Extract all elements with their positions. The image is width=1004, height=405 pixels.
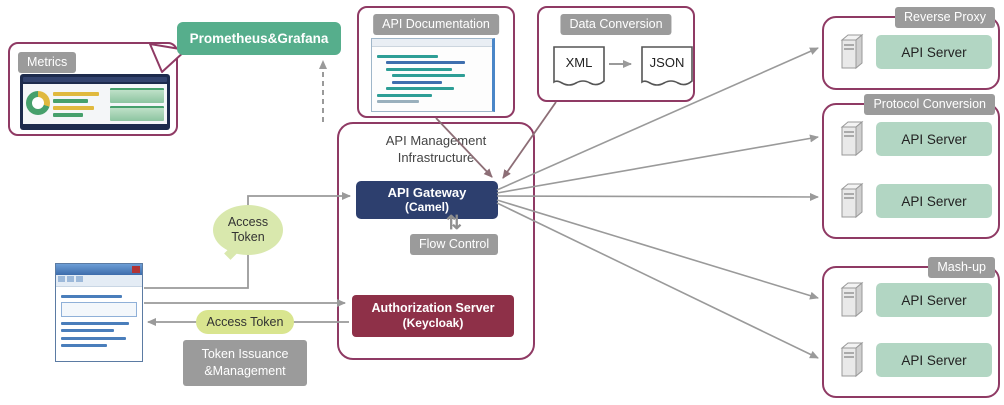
- reverse-proxy-group: Reverse Proxy API Server: [822, 7, 1000, 90]
- xml-document: XML: [551, 44, 607, 92]
- mini-chart: [110, 105, 164, 121]
- api-management-infrastructure: API Management Infrastructure API Gatewa…: [337, 122, 535, 360]
- protocol-conversion-label: Protocol Conversion: [864, 94, 995, 115]
- api-documentation-label: API Documentation: [373, 14, 499, 35]
- server-icon: [840, 341, 864, 378]
- browser-titlebar: [56, 264, 142, 275]
- protocol-conversion-group: Protocol Conversion API Server API Serve…: [822, 94, 1000, 239]
- token-issuance-line1: Token Issuance: [201, 347, 289, 361]
- code-line: [392, 80, 442, 84]
- mashup-group: Mash-up API Server API Server: [822, 257, 1000, 398]
- data-conversion-label: Data Conversion: [560, 14, 672, 35]
- gateway-to-protocol1-arrow: [496, 134, 819, 194]
- authorization-server-product: (Keycloak): [402, 316, 464, 331]
- api-server-row: API Server: [840, 340, 992, 380]
- api-server-row: API Server: [840, 181, 992, 221]
- gateway-to-mashup1-arrow: [496, 199, 819, 300]
- content-line: [61, 294, 122, 298]
- code-line: [377, 100, 419, 103]
- gateway-to-mashup2-arrow: [496, 202, 819, 359]
- code-line: [377, 93, 432, 97]
- server-icon: [840, 281, 864, 318]
- dashboard-bars: [53, 87, 107, 121]
- content-line: [61, 329, 115, 332]
- api-gateway-box: API Gateway (Camel): [356, 181, 498, 219]
- mashup-label: Mash-up: [928, 257, 995, 278]
- api-server-box: API Server: [876, 283, 992, 317]
- api-server-box: API Server: [876, 35, 992, 69]
- metrics-label: Metrics: [18, 52, 77, 73]
- client-browser-window: [55, 263, 143, 362]
- data-conversion-panel: Data Conversion XML JSON: [537, 6, 695, 102]
- dashboard-header-bar: [23, 77, 167, 82]
- content-form-box: [61, 302, 137, 317]
- bar: [53, 98, 89, 103]
- api-server-box: API Server: [876, 122, 992, 156]
- api-server-box: API Server: [876, 343, 992, 377]
- mini-chart: [110, 87, 164, 103]
- bar: [53, 112, 83, 117]
- reverse-proxy-label: Reverse Proxy: [895, 7, 995, 28]
- toolbar-icon: [67, 276, 74, 282]
- gateway-to-protocol2-arrow: [496, 192, 819, 201]
- server-icon: [840, 33, 864, 70]
- access-token-callout-line2: Token: [231, 230, 265, 244]
- updown-arrow-icon: ⇅: [446, 213, 462, 234]
- dashboard-body: [23, 84, 167, 124]
- prometheus-grafana-label: Prometheus&Grafana: [177, 22, 341, 55]
- code-line: [392, 74, 465, 77]
- api-documentation-panel: API Documentation: [357, 6, 515, 118]
- json-label: JSON: [649, 55, 685, 70]
- infrastructure-title-line1: API Management: [385, 133, 487, 148]
- code-line: [385, 61, 465, 64]
- toolbar-icon: [76, 276, 83, 282]
- browser-toolbar: [56, 275, 142, 287]
- donut-chart: [26, 91, 50, 115]
- content-line: [61, 344, 107, 347]
- access-token-callout: Access Token: [213, 205, 283, 255]
- api-server-row: API Server: [840, 280, 992, 320]
- token-issuance-line2: &Management: [204, 363, 286, 378]
- authorization-server-name: Authorization Server: [371, 301, 495, 316]
- metrics-panel: Metrics: [8, 42, 178, 136]
- api-server-row: API Server: [840, 119, 992, 159]
- content-line: [61, 321, 130, 325]
- browser-content: [56, 287, 142, 355]
- server-icon: [840, 182, 864, 219]
- code-line: [377, 54, 438, 58]
- infrastructure-title-line2: Infrastructure: [397, 149, 475, 165]
- bar: [53, 105, 94, 110]
- close-button-icon: [132, 266, 140, 273]
- bar: [53, 91, 99, 96]
- access-token-callout-line1: Access: [227, 215, 269, 229]
- api-gateway-product: (Camel): [404, 199, 449, 214]
- access-token-label: Access Token: [196, 310, 294, 334]
- dashboard-mini-charts: [110, 87, 164, 121]
- code-line: [385, 67, 452, 71]
- infrastructure-title: API Management Infrastructure: [339, 133, 533, 167]
- token-issuance-label: Token Issuance &Management: [183, 340, 307, 386]
- xml-label: XML: [565, 55, 593, 70]
- api-gateway-name: API Gateway: [387, 184, 467, 200]
- api-server-row: API Server: [840, 32, 992, 72]
- flow-control-label: Flow Control: [410, 234, 499, 255]
- xml-to-json-arrow: [609, 60, 632, 68]
- code-screenshot: [371, 38, 495, 112]
- api-server-box: API Server: [876, 184, 992, 218]
- code-lines: [372, 47, 492, 111]
- toolbar-icon: [58, 276, 65, 282]
- content-line: [61, 336, 126, 340]
- code-window-titlebar: [372, 39, 492, 47]
- code-line: [385, 87, 454, 90]
- server-icon: [840, 120, 864, 157]
- authorization-server-box: Authorization Server (Keycloak): [352, 295, 514, 337]
- json-document: JSON: [639, 44, 695, 92]
- grafana-dashboard-thumbnail: [20, 74, 170, 130]
